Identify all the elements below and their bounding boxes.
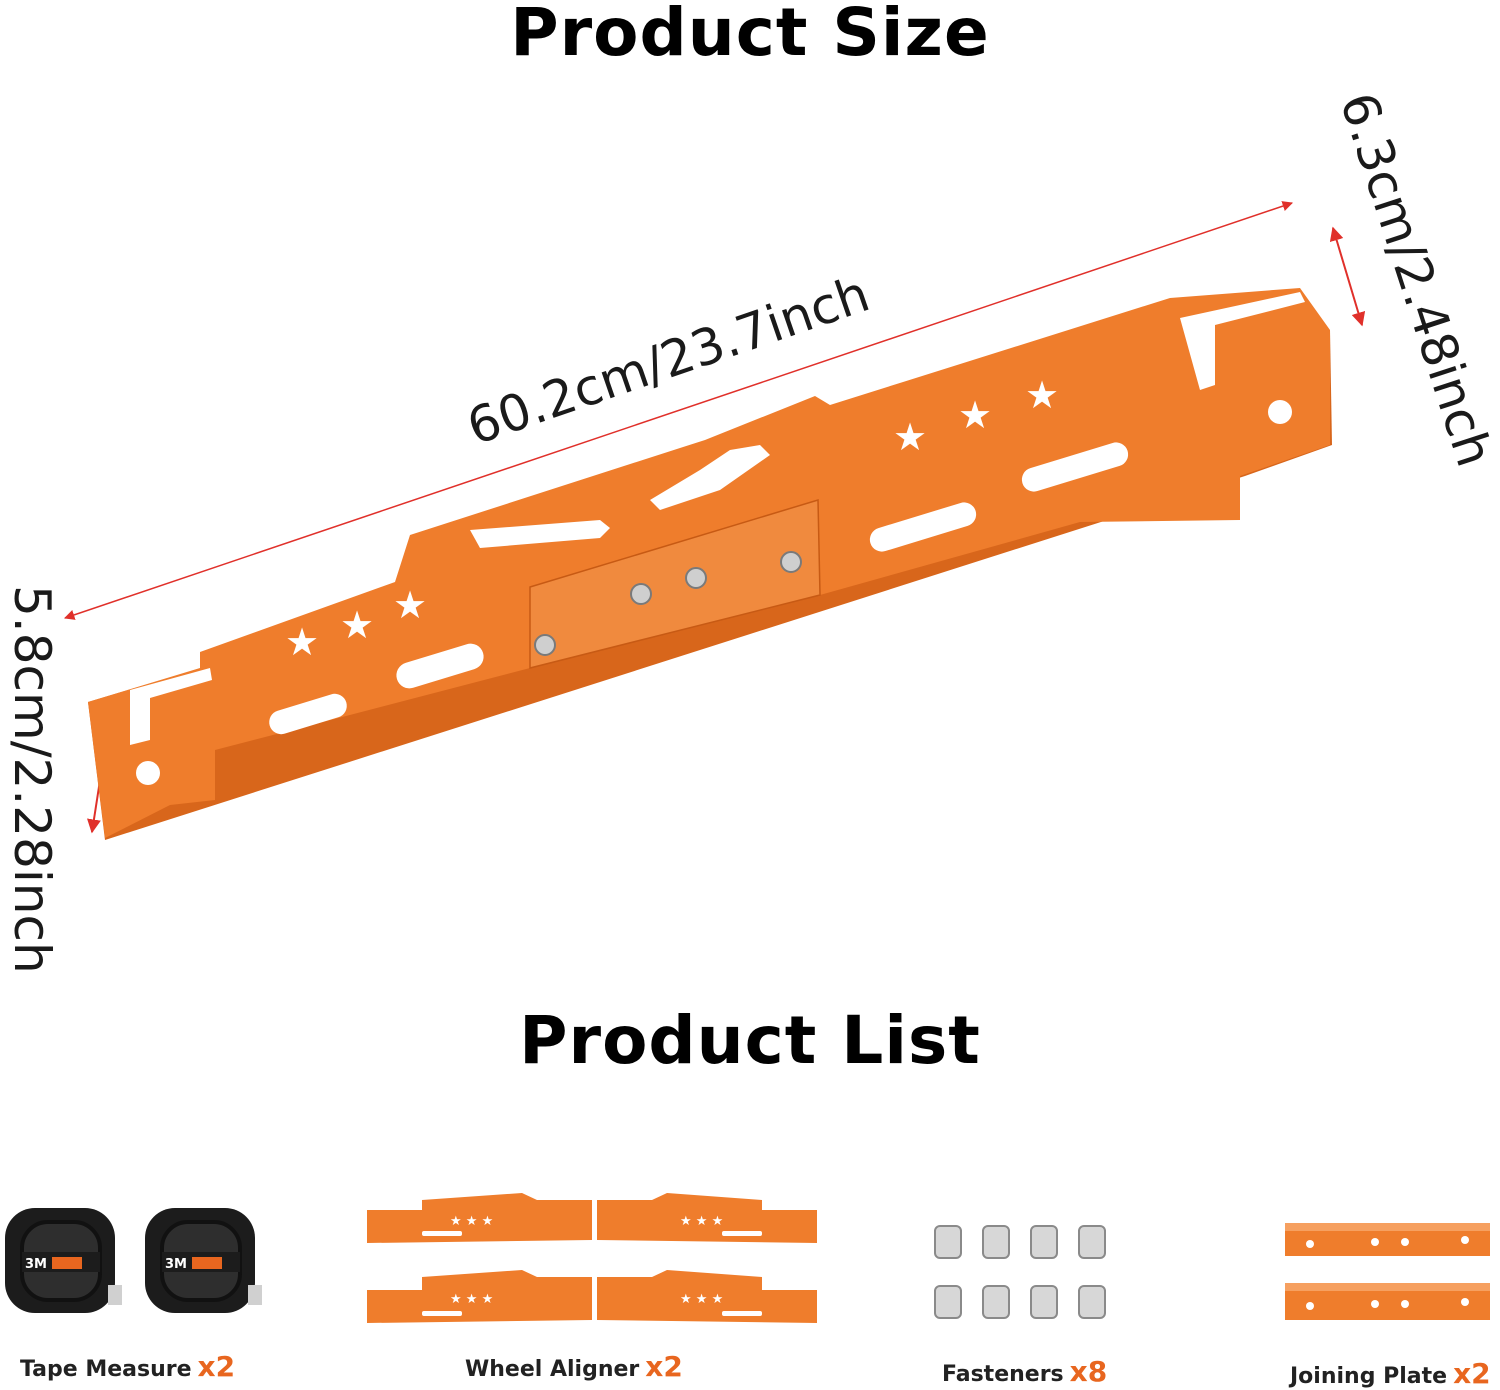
left-height-dimension-label: 5.8cm/2.28inch (3, 585, 61, 974)
svg-text:★: ★ (285, 620, 319, 664)
svg-text:3M: 3M (25, 1257, 47, 1272)
wheel-aligner-bracket: ★ ★ ★ ★ ★ ★ (88, 288, 1332, 840)
right-height-dimension-line (1329, 226, 1366, 327)
svg-text:★: ★ (340, 603, 374, 647)
svg-text:★: ★ (958, 393, 992, 437)
length-dimension-line (64, 201, 1293, 620)
wheel-aligner-image: ★ ★ ★ ★ ★ ★ ★ ★ ★ ★ ★ ★ (367, 1193, 817, 1323)
joining-plate-label: Joining Plate (1290, 1364, 1448, 1389)
wheel-aligner-parts (367, 1193, 817, 1323)
wheel-aligner-qty: x2 (645, 1350, 683, 1383)
joining-plate-icon (1285, 1223, 1490, 1256)
tape-measure-icon: 3M (145, 1208, 262, 1313)
svg-text:★: ★ (393, 583, 427, 627)
fasteners-image (934, 1225, 1106, 1319)
joining-plate-icon (1285, 1283, 1490, 1320)
tape-measure-icon: 3M (5, 1208, 122, 1313)
joining-plate-image (1285, 1223, 1490, 1320)
product-size-title: Product Size (510, 0, 990, 71)
svg-text:3M: 3M (165, 1257, 187, 1272)
wheel-aligner-label: Wheel Aligner (465, 1357, 640, 1382)
product-diagram: ★ ★ ★ ★ ★ ★ 60.2cm/23.7inch 6.3cm/2.48in… (3, 86, 1500, 974)
plate-bolts (534, 551, 802, 656)
svg-text:★ ★ ★: ★ ★ ★ (680, 1214, 723, 1229)
tape-measure-image: 3M 3M (5, 1208, 262, 1313)
aligner-slots (422, 1231, 762, 1316)
bracket-cutouts (130, 292, 1305, 785)
svg-text:★ ★ ★: ★ ★ ★ (450, 1214, 493, 1229)
svg-text:★: ★ (1025, 373, 1059, 417)
fasteners-label: Fasteners (942, 1362, 1064, 1387)
svg-text:★: ★ (893, 415, 927, 459)
fastener-icon (934, 1225, 1106, 1319)
tape-measure-label: Tape Measure (20, 1357, 192, 1382)
svg-text:★ ★ ★: ★ ★ ★ (680, 1292, 723, 1307)
fasteners-qty: x8 (1069, 1355, 1108, 1388)
bracket-stars: ★ ★ ★ ★ ★ ★ (285, 373, 1059, 664)
svg-text:★ ★ ★: ★ ★ ★ (450, 1292, 493, 1307)
aligner-stars: ★ ★ ★ ★ ★ ★ ★ ★ ★ ★ ★ ★ (450, 1214, 723, 1307)
right-height-dimension-label: 6.3cm/2.48inch (1329, 86, 1500, 474)
tape-measure-qty: x2 (197, 1350, 236, 1383)
bracket-joining-plate (529, 498, 821, 669)
joining-plate-qty: x2 (1453, 1357, 1491, 1390)
product-list-title: Product List (519, 1002, 981, 1079)
